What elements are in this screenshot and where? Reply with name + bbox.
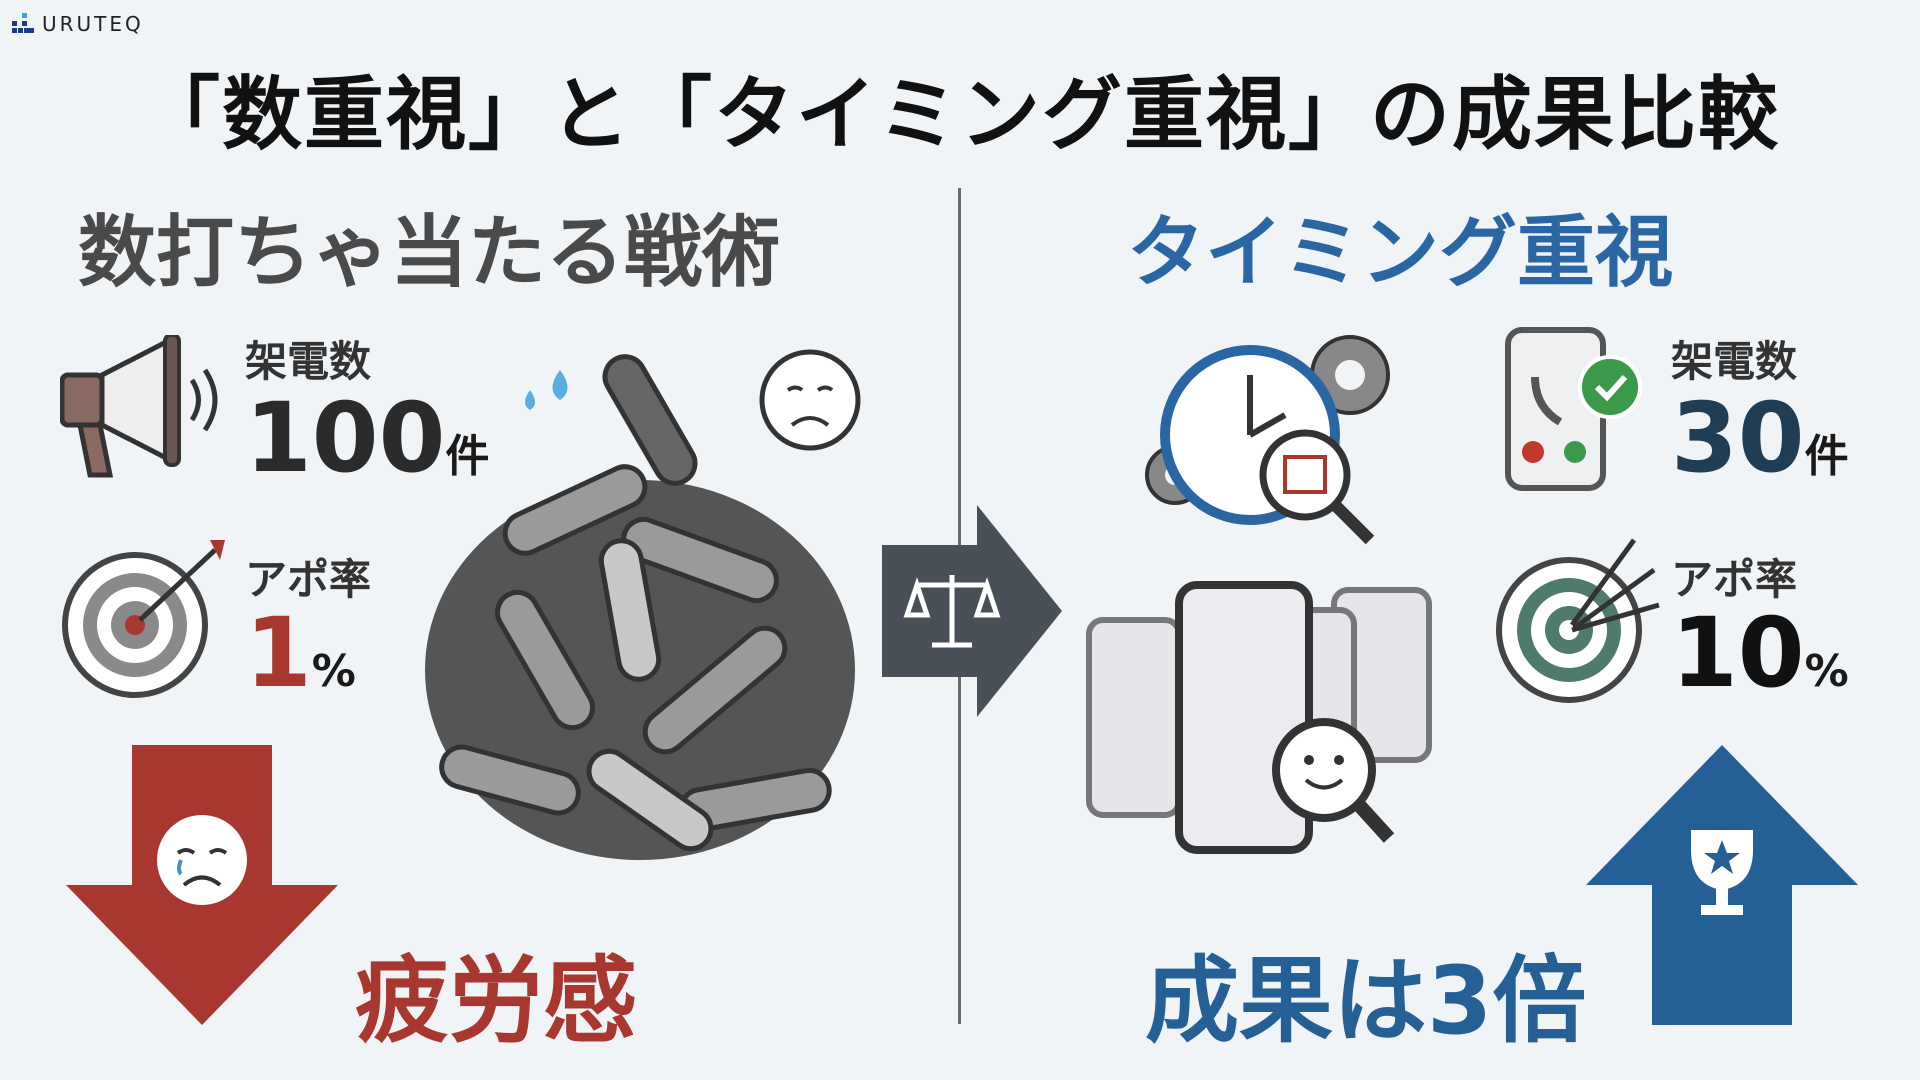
- logo-text: URUTEQ: [42, 12, 144, 36]
- brand-logo: URUTEQ: [12, 12, 144, 36]
- right-rate-label: アポ率: [1671, 555, 1798, 604]
- right-rate-value: 10%: [1671, 605, 1849, 701]
- left-rate-number: 1: [245, 597, 312, 709]
- left-result: 疲労感: [355, 947, 638, 1056]
- up-arrow-icon: [1586, 745, 1858, 1025]
- left-calls-number: 100: [245, 382, 446, 494]
- megaphone-icon: [60, 335, 218, 478]
- logo-icon: [12, 13, 34, 33]
- phone-call-icon: [1505, 327, 1642, 491]
- right-calls-number: 30: [1671, 382, 1805, 494]
- right-rate-number: 10: [1671, 597, 1805, 709]
- left-rate-value: 1%: [245, 605, 356, 701]
- left-calls-label: 架電数: [245, 337, 372, 386]
- right-rate-unit: %: [1804, 646, 1849, 697]
- right-result: 成果は3倍: [1145, 947, 1587, 1056]
- left-rate-label: アポ率: [245, 555, 372, 604]
- left-calls-unit: 件: [445, 431, 490, 482]
- left-calls-value: 100件: [245, 390, 489, 486]
- down-arrow-icon: [66, 745, 338, 1025]
- smartphones-illustration: [1086, 581, 1432, 854]
- left-heading: 数打ちゃ当たる戦術: [78, 208, 781, 298]
- target-icon: [62, 540, 225, 698]
- left-rate-unit: %: [311, 646, 356, 697]
- target-hit-icon: [1496, 538, 1660, 703]
- right-calls-label: 架電数: [1671, 337, 1798, 386]
- right-heading: タイミング重視: [1127, 208, 1674, 298]
- page-title: 「数重視」と「タイミング重視」の成果比較: [140, 68, 1780, 161]
- clock-gears-icon: [1145, 335, 1390, 545]
- tangled-phones-illustration: [425, 349, 861, 860]
- right-calls-unit: 件: [1804, 431, 1849, 482]
- balance-scale-icon: [903, 575, 1001, 648]
- comparison-arrow-icon: [882, 505, 1062, 717]
- right-calls-value: 30件: [1671, 390, 1849, 486]
